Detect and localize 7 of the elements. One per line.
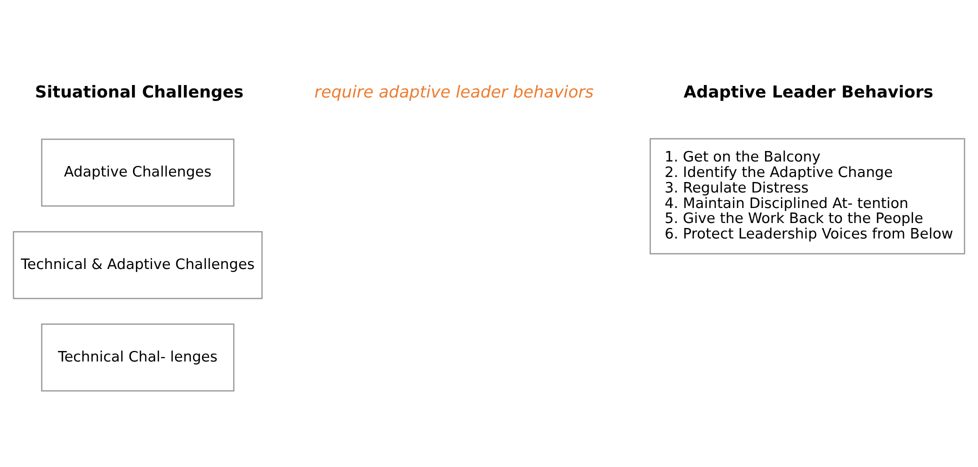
node-box: Technical & Adaptive Challenges [12, 231, 263, 300]
node-box: Technical Chal- lenges [41, 324, 234, 392]
label: Situational Challenges [35, 82, 244, 102]
label: require adaptive leader behaviors [314, 82, 594, 102]
node-box: 1. Get on the Balcony 2. Identify the Adaptive Change 3. Regulate Distress 4. Maintain Disciplined At- tention 5. Give the Work Back to the People 6. Protect Leadership Voices from Below [650, 138, 966, 254]
node-box: Adaptive Challenges [41, 138, 234, 207]
label: Adaptive Leader Behaviors [684, 82, 934, 102]
